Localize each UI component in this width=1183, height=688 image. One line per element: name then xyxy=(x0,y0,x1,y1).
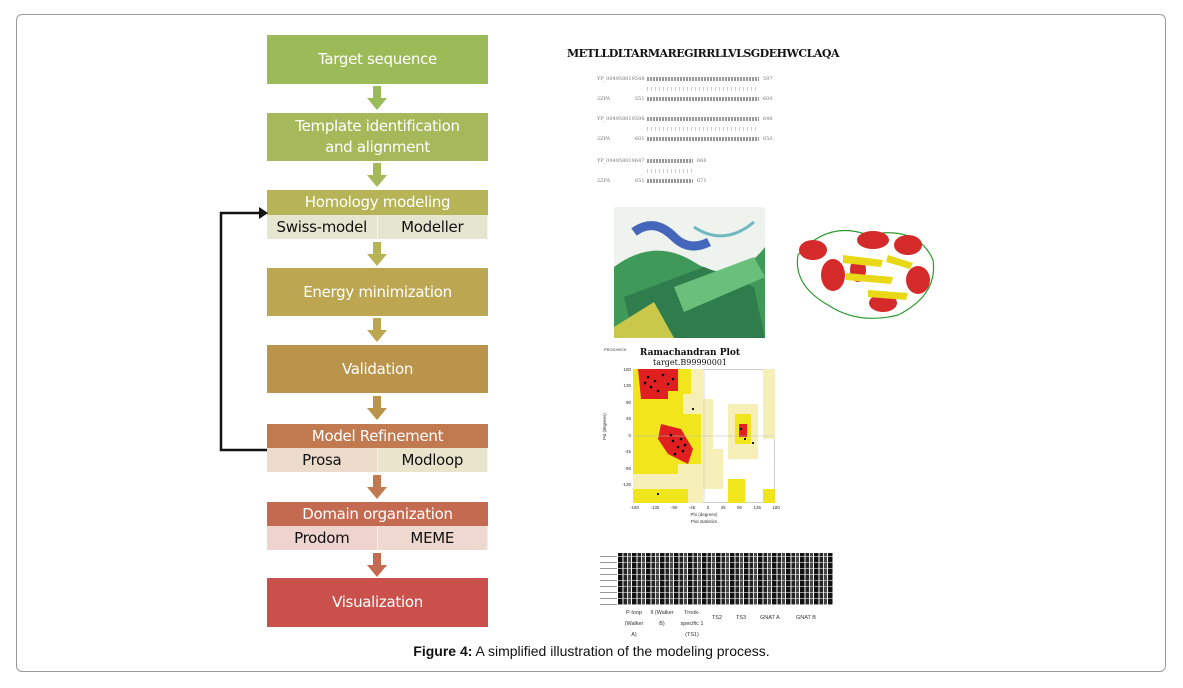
ramachandran-area xyxy=(633,369,775,503)
step-domain-organization: Domain organization xyxy=(267,502,488,526)
tool-prodom: Prodom xyxy=(267,526,378,550)
motif-label: GNAT A xyxy=(760,615,780,621)
x-tick: 45 xyxy=(720,505,726,510)
feedback-loop-arrow xyxy=(219,207,268,452)
protein-cartoon-image xyxy=(796,229,935,319)
alignment-name: YP_004958019. xyxy=(597,158,637,164)
y-tick: 45 xyxy=(626,416,632,422)
alignment-end: 650 xyxy=(763,136,773,142)
y-tick: 135 xyxy=(623,383,632,389)
motif-label: GNAT B xyxy=(796,615,816,621)
alignment-start: 598 xyxy=(635,116,645,122)
step-model-refinement: Model Refinement xyxy=(267,424,488,448)
y-tick: 180 xyxy=(623,367,632,372)
alignment-start: 601 xyxy=(635,136,645,142)
alignment-start: 551 xyxy=(635,96,645,102)
y-axis-label: Psi (degrees) xyxy=(602,413,607,440)
y-tick-labels: 180 135 90 45 0 -45 -90 -135 xyxy=(622,367,631,487)
figure-caption: Figure 4: A simplified illustration of t… xyxy=(0,643,1183,659)
caption-label: Figure 4: xyxy=(413,643,473,659)
alignment-start: 651 xyxy=(635,178,645,184)
y-tick: -135 xyxy=(622,481,632,487)
alignment-end: 646 xyxy=(763,116,773,122)
step-energy-minimization: Energy minimization xyxy=(267,268,488,316)
tool-meme: MEME xyxy=(377,526,488,550)
y-tick: 0 xyxy=(628,432,632,438)
step-visualization: Visualization xyxy=(267,578,488,627)
x-tick: 90 xyxy=(737,505,743,510)
tool-prosa: Prosa xyxy=(267,448,378,472)
alignment-start: 647 xyxy=(635,158,645,164)
down-arrow-icon xyxy=(367,475,387,499)
domain-tools: Prodom MEME xyxy=(267,526,488,550)
tool-modeller: Modeller xyxy=(377,215,488,239)
plot-footer: Plot statistics xyxy=(690,519,718,524)
x-axis-label: Phi (degrees) xyxy=(690,512,718,517)
caption-text: A simplified illustration of the modelin… xyxy=(472,643,770,659)
down-arrow-icon xyxy=(367,163,387,187)
x-tick-labels: -180 -135 -90 -45 0 45 90 135 180 xyxy=(630,505,780,510)
sequence-alignment: YP_004958019. 548 597 2ZPA 551 600 YP_00… xyxy=(597,74,777,194)
figure-frame xyxy=(16,14,1166,672)
motif-label: TS3 xyxy=(736,615,747,621)
motif-label: II (Walker B) xyxy=(650,610,674,627)
plot-title: Ramachandran Plot xyxy=(639,348,741,358)
x-tick: 135 xyxy=(753,505,761,510)
alignment-name: 2ZPA xyxy=(597,96,611,102)
down-arrow-icon xyxy=(367,318,387,342)
alignment-name: 2ZPA xyxy=(597,136,611,142)
alignment-end: 597 xyxy=(763,76,773,82)
alignment-name: 2ZPA xyxy=(597,178,611,184)
motif-label: Trook-specific 1 (TS1) xyxy=(680,610,704,638)
motif-label: TS2 xyxy=(712,615,723,621)
alignment-end: 666 xyxy=(697,158,707,164)
x-tick: -45 xyxy=(688,505,696,510)
y-tick: -90 xyxy=(624,465,632,471)
y-tick: 90 xyxy=(626,399,632,405)
homology-tools: Swiss-model Modeller xyxy=(267,215,488,239)
step-validation: Validation xyxy=(267,345,488,393)
down-arrow-icon xyxy=(367,242,387,266)
x-tick: -90 xyxy=(670,505,678,510)
alignment-end: 600 xyxy=(763,96,773,102)
target-sequence-text: METLLDLTARMAREGIRRLLVLSGDEHWCLAQA xyxy=(567,47,840,60)
plot-header: PROCHECK xyxy=(604,347,627,352)
tool-modloop: Modloop xyxy=(377,448,488,472)
step-homology-modeling: Homology modeling xyxy=(267,190,488,215)
step-template-identification: Template identification and alignment xyxy=(267,113,488,161)
x-tick: 180 xyxy=(772,505,780,510)
step-target-sequence: Target sequence xyxy=(267,35,488,84)
alignment-start: 548 xyxy=(635,76,645,82)
alignment-name: YP_004958019. xyxy=(597,116,637,122)
y-tick: -45 xyxy=(624,449,632,455)
tool-swiss-model: Swiss-model xyxy=(267,215,378,239)
plot-subtitle: target.B99990001 xyxy=(652,358,728,367)
ramachandran-plot: PROCHECK Ramachandran Plot target.B99990… xyxy=(600,345,795,530)
multiple-sequence-alignment: P-loop (Walker A) II (Walker B) Trook-sp… xyxy=(600,545,835,638)
refinement-tools: Prosa Modloop xyxy=(267,448,488,472)
down-arrow-icon xyxy=(367,86,387,110)
x-tick: -135 xyxy=(650,505,660,510)
alignment-name: YP_004958019. xyxy=(597,76,637,82)
x-tick: -180 xyxy=(630,505,640,510)
x-tick: 0 xyxy=(706,505,710,510)
motif-label: P-loop (Walker A) xyxy=(624,610,644,638)
down-arrow-icon xyxy=(367,396,387,420)
protein-structure-image xyxy=(614,207,765,338)
down-arrow-icon xyxy=(367,553,387,577)
alignment-end: 671 xyxy=(697,178,707,184)
